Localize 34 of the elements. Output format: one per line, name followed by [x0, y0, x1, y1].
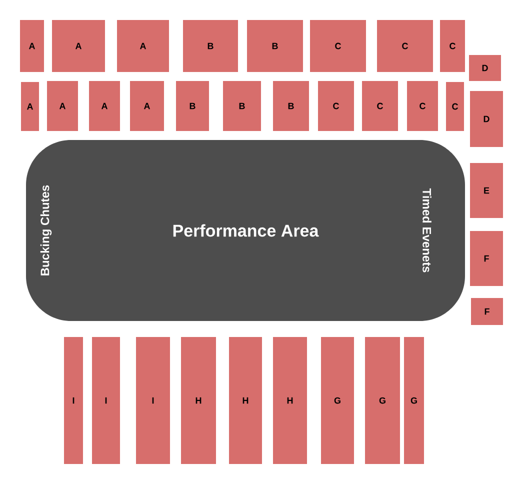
- seating-section: D: [470, 91, 503, 147]
- seating-section: C: [440, 20, 465, 72]
- seating-section: A: [130, 81, 164, 131]
- seating-section: G: [404, 337, 424, 464]
- seating-section: H: [181, 337, 216, 464]
- seating-section: H: [273, 337, 307, 464]
- seating-section: B: [176, 81, 209, 131]
- seating-section: C: [318, 81, 354, 131]
- seating-section: C: [362, 81, 398, 131]
- seating-section: C: [310, 20, 366, 72]
- seating-section: B: [247, 20, 303, 72]
- seating-section: F: [471, 298, 503, 325]
- seating-section: A: [52, 20, 105, 72]
- seating-section: B: [223, 81, 261, 131]
- seating-section: I: [64, 337, 83, 464]
- seating-section: A: [117, 20, 169, 72]
- seating-section: I: [136, 337, 170, 464]
- seating-section: A: [89, 81, 120, 131]
- seating-section: E: [470, 163, 503, 218]
- seating-section: G: [321, 337, 354, 464]
- seating-section: A: [21, 82, 39, 131]
- seating-section: B: [273, 81, 309, 131]
- seating-section: G: [365, 337, 400, 464]
- seating-section: A: [20, 20, 44, 72]
- seating-section: C: [446, 82, 464, 131]
- arena: Performance Area Bucking Chutes Timed Evenets: [26, 140, 465, 321]
- seating-section: A: [47, 81, 78, 131]
- seating-section: C: [377, 20, 433, 72]
- seating-section: C: [407, 81, 438, 131]
- seating-section: I: [92, 337, 120, 464]
- seating-section: B: [183, 20, 238, 72]
- seating-section: F: [470, 231, 503, 286]
- seating-section: D: [469, 55, 501, 81]
- seating-section: H: [229, 337, 262, 464]
